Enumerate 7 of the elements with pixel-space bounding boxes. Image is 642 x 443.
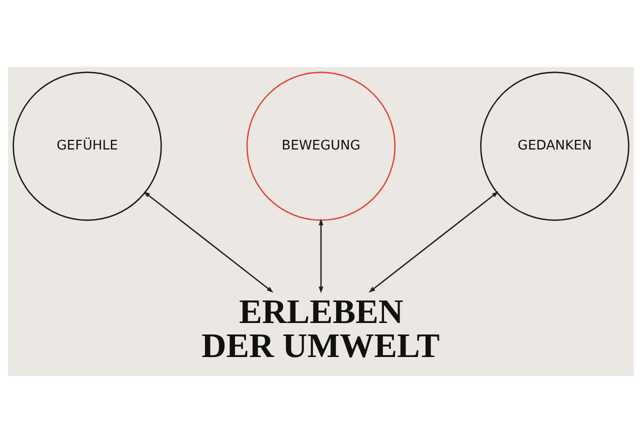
node-circle: GEFÜHLE bbox=[12, 72, 162, 221]
node-circle: BEWEGUNG bbox=[246, 72, 396, 221]
node-text: ERLEBEN DER UMWELT bbox=[201, 292, 440, 366]
arrow bbox=[318, 218, 324, 294]
arrow bbox=[143, 191, 274, 293]
node-circle: GEDANKEN bbox=[480, 72, 630, 221]
arrow bbox=[368, 191, 499, 293]
